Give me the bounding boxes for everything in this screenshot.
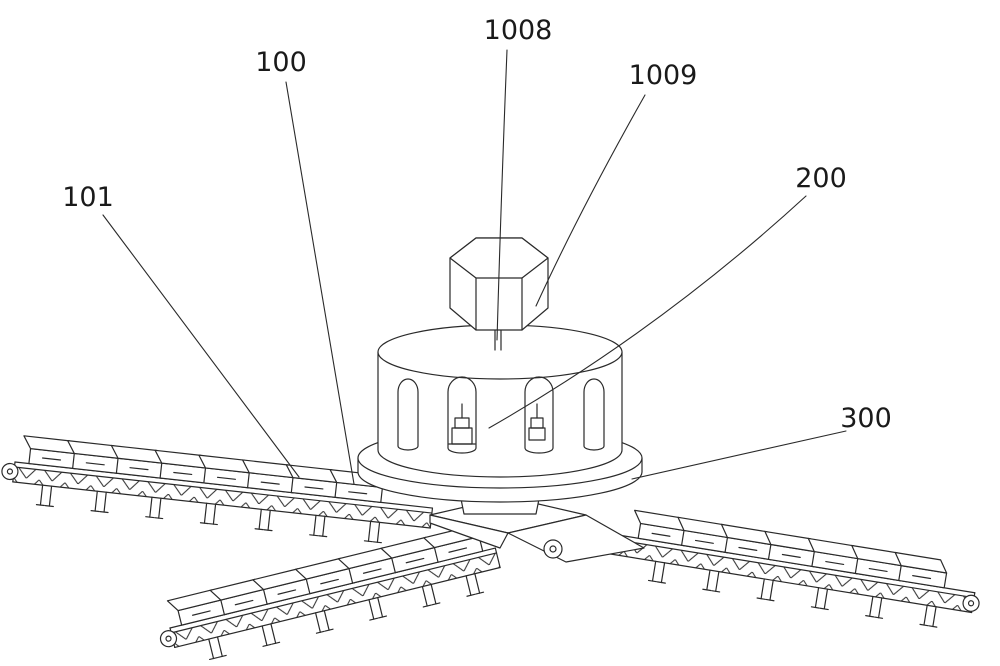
leader-line-1009 [535, 94, 646, 307]
end-roller-hub [6, 468, 14, 475]
east-conveyor-arm [571, 509, 980, 628]
label-300: 300 [840, 403, 892, 434]
leader-line-100 [285, 81, 355, 485]
leader-lines [102, 49, 847, 485]
center-wheel [543, 539, 563, 559]
end-roller-hub [967, 600, 975, 607]
leader-line-1008 [496, 49, 508, 341]
label-200: 200 [795, 163, 847, 194]
truss-lattice [171, 552, 501, 648]
drum-body [377, 351, 623, 478]
drum-inner-mechanism [448, 403, 546, 445]
central-drum [357, 324, 643, 515]
drum-window [524, 376, 554, 454]
truss-lattice [571, 532, 974, 613]
center-wheel-hub [549, 545, 557, 553]
reference-labels: 100 101 200 300 1008 1009 [62, 15, 892, 434]
label-1008: 1008 [484, 15, 553, 46]
end-roller [962, 594, 980, 612]
label-1009: 1009 [629, 60, 698, 91]
drum-top-rim [377, 324, 623, 380]
west-conveyor-arm [1, 435, 434, 544]
leader-line-101 [102, 214, 300, 478]
end-roller [159, 630, 178, 648]
leader-line-300 [631, 430, 847, 480]
drum-window [397, 378, 419, 451]
leader-line-200 [488, 195, 807, 429]
end-roller [1, 462, 19, 481]
drum-window [583, 378, 605, 451]
end-roller-hub [165, 635, 172, 642]
southwest-conveyor-arm [159, 524, 501, 661]
truss-lattice [12, 466, 432, 528]
drum-windows [397, 376, 605, 454]
label-100: 100 [255, 47, 307, 78]
label-101: 101 [62, 182, 114, 213]
drum-window [447, 376, 477, 454]
